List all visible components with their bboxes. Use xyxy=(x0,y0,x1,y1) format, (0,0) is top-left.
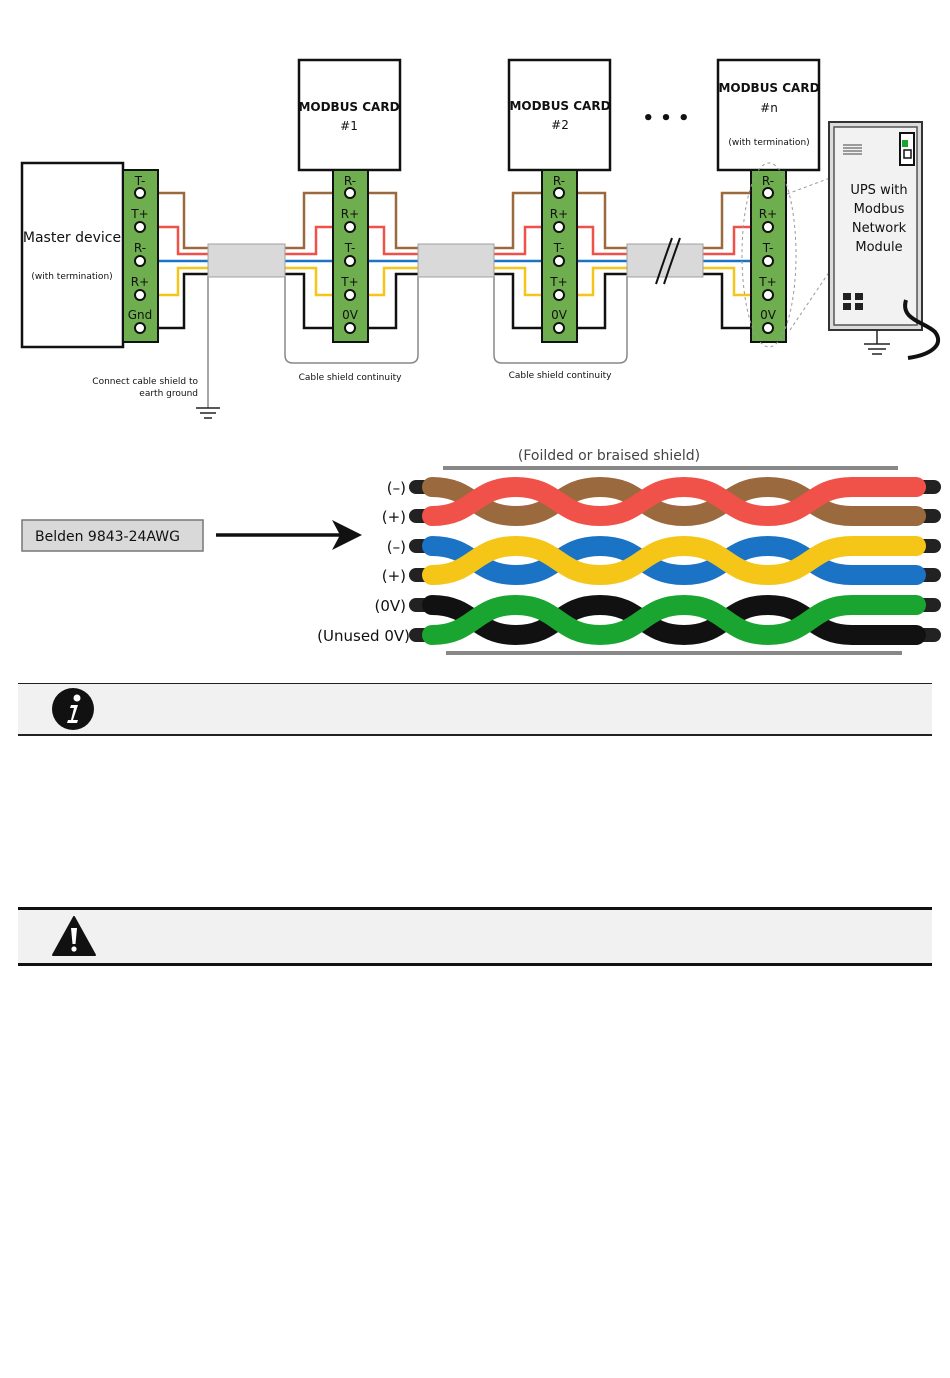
ups-label-line: Modbus xyxy=(854,202,905,217)
cable-pairs-diagram: Belden 9843-24AWG (Foilded or braised sh… xyxy=(21,448,941,655)
card-title: MODBUS CARD xyxy=(509,99,610,113)
connector-icon xyxy=(843,293,863,310)
wire-label: (0V) xyxy=(374,597,406,615)
wire-green xyxy=(422,594,926,646)
ground-note-line-2: earth ground xyxy=(139,389,198,399)
card-number: #2 xyxy=(551,118,569,132)
terminal-label: R+ xyxy=(131,275,149,289)
wire-red xyxy=(422,476,926,527)
card-subtitle: (with termination) xyxy=(728,138,809,148)
terminal-label: R- xyxy=(344,174,356,188)
wire-label: (–) xyxy=(387,479,406,497)
wire-labels: (–) (+) (–) (+) (0V) (Unused 0V) xyxy=(317,479,410,645)
shield-continuity-label-1: Cable shield continuity xyxy=(299,373,403,383)
wire-label: (+) xyxy=(382,508,406,526)
master-device-subtitle: (with termination) xyxy=(31,272,112,282)
modbus-card-1: MODBUS CARD #1 R- R+ T- T+ 0V xyxy=(297,58,402,343)
ups-ground-icon xyxy=(864,330,890,355)
card-callout-ellipse xyxy=(741,162,797,348)
terminal-label: R+ xyxy=(341,207,359,221)
terminal-label: T- xyxy=(134,174,146,188)
arrow-icon xyxy=(216,520,362,550)
modbus-card-2: MODBUS CARD #2 R- R+ T- T+ 0V xyxy=(507,58,612,343)
cable-shield-lines xyxy=(207,276,628,408)
ups-label-line: Module xyxy=(855,240,902,255)
terminal-label: T+ xyxy=(340,275,358,289)
wire-label: (+) xyxy=(382,567,406,585)
card-number: #1 xyxy=(340,119,358,133)
ups-module: UPS with Modbus Network Module xyxy=(828,121,941,360)
terminal-label: T+ xyxy=(549,275,567,289)
cable-type-box: Belden 9843-24AWG xyxy=(21,519,204,552)
terminal-label: T+ xyxy=(758,275,776,289)
terminal-label: R+ xyxy=(759,207,777,221)
rs485-wiring-diagram: Master device (with termination) T- T+ R… xyxy=(20,58,941,419)
ups-label-line: Network xyxy=(852,221,907,236)
ups-label-line: UPS with xyxy=(850,183,907,198)
master-terminal-screws xyxy=(134,187,146,334)
warning-note-bar xyxy=(18,907,932,966)
wire-brown xyxy=(422,476,926,527)
wire-label: (Unused 0V) xyxy=(317,627,410,645)
master-device-title: Master device xyxy=(23,230,121,246)
wire-black xyxy=(422,594,926,646)
power-cord xyxy=(903,299,941,360)
cable-type-label: Belden 9843-24AWG xyxy=(35,529,180,545)
terminal-label: R- xyxy=(553,174,565,188)
vent-icon xyxy=(843,144,862,155)
terminal-label: T+ xyxy=(130,207,148,221)
terminal-label: T- xyxy=(553,241,565,255)
port-icon xyxy=(899,132,915,166)
wire-pairs xyxy=(409,476,941,646)
cable-break-icon xyxy=(655,237,681,285)
terminal-label: 0V xyxy=(551,308,568,322)
wire-yellow xyxy=(422,535,926,586)
earth-ground-icon xyxy=(196,407,220,419)
terminal-label: T- xyxy=(344,241,356,255)
shield-label: (Foilded or braised shield) xyxy=(518,448,700,464)
wire-blue xyxy=(422,535,926,586)
info-note-bar xyxy=(18,683,932,736)
card-number: #n xyxy=(760,101,778,115)
master-terminal-labels: T- T+ R- R+ Gnd xyxy=(128,174,153,322)
terminal-label: 0V xyxy=(760,308,777,322)
terminal-label: R+ xyxy=(550,207,568,221)
terminal-label: R- xyxy=(134,241,146,255)
card-title: MODBUS CARD xyxy=(718,81,819,95)
info-icon xyxy=(52,688,94,730)
modbus-card-n: MODBUS CARD #n (with termination) R- R+ … xyxy=(716,58,821,348)
cable-sheaths xyxy=(207,243,704,278)
terminal-label: R- xyxy=(762,174,774,188)
wire-label: (–) xyxy=(387,538,406,556)
card-title: MODBUS CARD xyxy=(298,100,399,114)
warning-icon xyxy=(52,916,96,956)
ground-note-line-1: Connect cable shield to xyxy=(92,377,198,387)
terminal-label: T- xyxy=(762,241,774,255)
more-cards-ellipsis: • • • xyxy=(642,108,689,129)
master-device: Master device (with termination) xyxy=(20,161,125,349)
terminal-label: 0V xyxy=(342,308,359,322)
terminal-label: Gnd xyxy=(128,308,153,322)
shield-continuity-label-2: Cable shield continuity xyxy=(509,371,613,381)
